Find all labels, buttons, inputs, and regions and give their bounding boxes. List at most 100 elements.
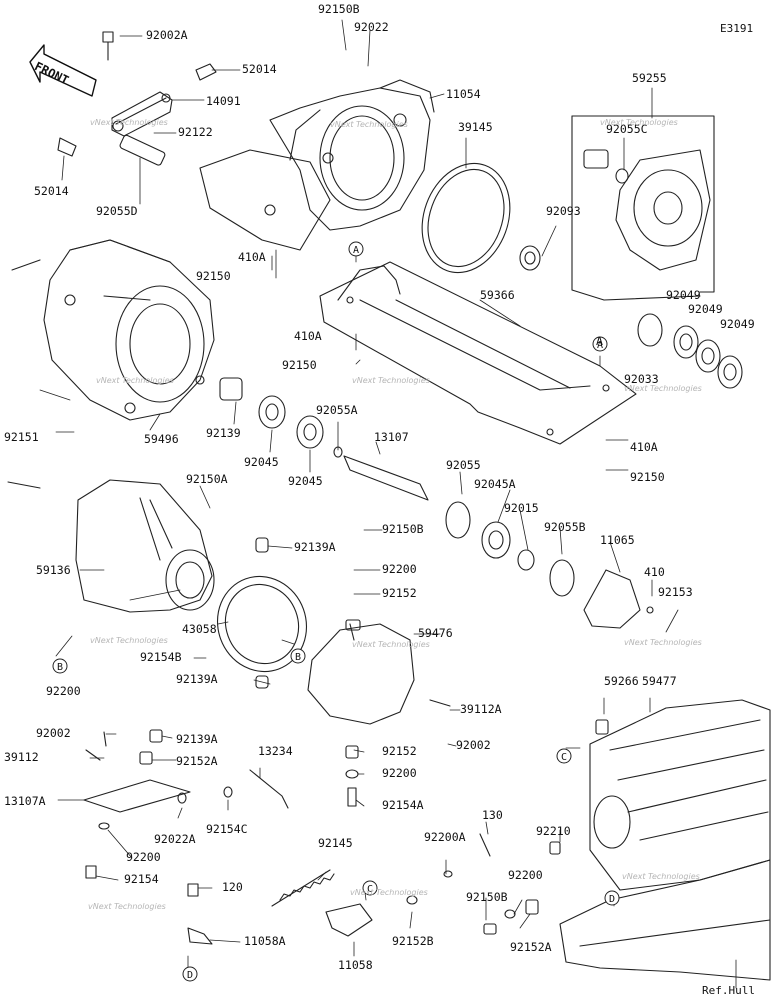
part-label: 92153	[658, 585, 693, 599]
part-label: 59366	[480, 288, 515, 302]
pump-case-59496	[11, 239, 215, 421]
ride-plate-59366	[319, 261, 637, 445]
part-label: 43058	[182, 622, 217, 636]
part-label: 59136	[36, 563, 71, 577]
part-label: 92002	[456, 738, 491, 752]
circle-markers	[52, 241, 620, 982]
circle-marker-letter: A	[353, 245, 359, 256]
part-label: 92049	[666, 288, 701, 302]
part-label: 92200	[382, 562, 417, 576]
part-label: 92002A	[146, 28, 188, 42]
part-label: 92055C	[606, 122, 648, 136]
part-label: 14091	[206, 94, 241, 108]
part-label: 92049	[688, 302, 723, 316]
leader-lines	[39, 19, 737, 989]
impeller-59255	[571, 115, 715, 301]
part-label: 92151	[4, 430, 39, 444]
watermark: vNext Technologies	[352, 376, 430, 385]
part-label: 92093	[546, 204, 581, 218]
part-label: 52014	[242, 62, 277, 76]
watermark: vNext Technologies	[330, 120, 408, 129]
part-label: 92045A	[474, 477, 516, 491]
part-label: 11065	[600, 533, 635, 547]
part-label: 92045	[288, 474, 323, 488]
nozzle-59136	[7, 479, 215, 613]
part-label: 39112	[4, 750, 39, 764]
watermark: vNext Technologies	[90, 636, 168, 645]
circle-letters: A A B B C C D D	[57, 245, 615, 981]
part-label: 92154B	[140, 650, 182, 664]
part-label: 52014	[34, 184, 69, 198]
ring-43058	[216, 537, 308, 689]
part-label: 92033	[624, 372, 659, 386]
part-label: 92150	[282, 358, 317, 372]
part-label: 410A	[294, 329, 322, 343]
part-label: 11058A	[244, 934, 286, 948]
part-label: 59266	[604, 674, 639, 688]
part-label: 13107A	[4, 794, 46, 808]
part-label: 92145	[318, 836, 353, 850]
part-label: 39145	[458, 120, 493, 134]
part-label: 92150B	[466, 890, 508, 904]
part-label: 410A	[630, 440, 658, 454]
band-39145	[421, 162, 541, 274]
part-label: 92015	[504, 501, 539, 515]
watermark: vNext Technologies	[90, 118, 168, 127]
circle-marker-letter: C	[367, 884, 373, 895]
part-label: 92139A	[294, 540, 336, 554]
circle-marker-letter: B	[295, 652, 301, 663]
part-label: 92200	[46, 684, 81, 698]
part-label: 92002	[36, 726, 71, 740]
part-label: 120	[222, 880, 243, 894]
part-label: 92152B	[392, 934, 434, 948]
part-label: 92152	[382, 586, 417, 600]
part-label: 92152A	[510, 940, 552, 954]
circle-marker-letter: D	[609, 894, 615, 905]
part-label: 92055D	[96, 204, 138, 218]
linkage-13107A	[83, 729, 289, 879]
part-label: 92150B	[318, 2, 360, 16]
part-label: 59255	[632, 71, 667, 85]
part-label: 92139	[206, 426, 241, 440]
watermark: vNext Technologies	[600, 118, 678, 127]
part-label: 410A	[238, 250, 266, 264]
part-label: 92154	[124, 872, 159, 886]
watermark: vNext Technologies	[624, 384, 702, 393]
part-label: 92055	[446, 458, 481, 472]
spring-92145	[187, 833, 539, 945]
part-label: 59476	[418, 626, 453, 640]
watermark: vNext Technologies	[88, 902, 166, 911]
part-label: 39112A	[460, 702, 502, 716]
part-label: 92022	[354, 20, 389, 34]
watermark: vNext Technologies	[624, 638, 702, 647]
part-label: 13107	[374, 430, 409, 444]
part-label: 92200	[508, 868, 543, 882]
part-label: 11058	[338, 958, 373, 972]
circle-marker-letter: A	[597, 340, 603, 351]
circle-marker-letter: B	[57, 662, 63, 673]
part-label: 92049	[720, 317, 755, 331]
pump-cover-11054	[199, 79, 435, 251]
part-label: 130	[482, 808, 503, 822]
part-label: 92152A	[176, 754, 218, 768]
valve-rod-14091	[57, 31, 217, 166]
part-label: 92210	[536, 824, 571, 838]
front-arrow-icon	[29, 44, 97, 97]
part-label: 92150	[630, 470, 665, 484]
cone-11065	[445, 501, 654, 629]
watermark: vNext Technologies	[352, 640, 430, 649]
part-label: 59496	[144, 432, 179, 446]
part-label: 59477	[642, 674, 677, 688]
part-label: 92154A	[382, 798, 424, 812]
watermark: vNext Technologies	[96, 376, 174, 385]
part-label: 92200A	[424, 830, 466, 844]
circle-marker-letter: D	[187, 970, 193, 981]
watermark: vNext Technologies	[622, 872, 700, 881]
part-label: 92150B	[382, 522, 424, 536]
part-label: 92045	[244, 455, 279, 469]
intake-grate-59477	[549, 699, 771, 981]
part-label: 92022A	[154, 832, 196, 846]
circle-marker-letter: C	[561, 752, 567, 763]
part-label: 92055A	[316, 403, 358, 417]
